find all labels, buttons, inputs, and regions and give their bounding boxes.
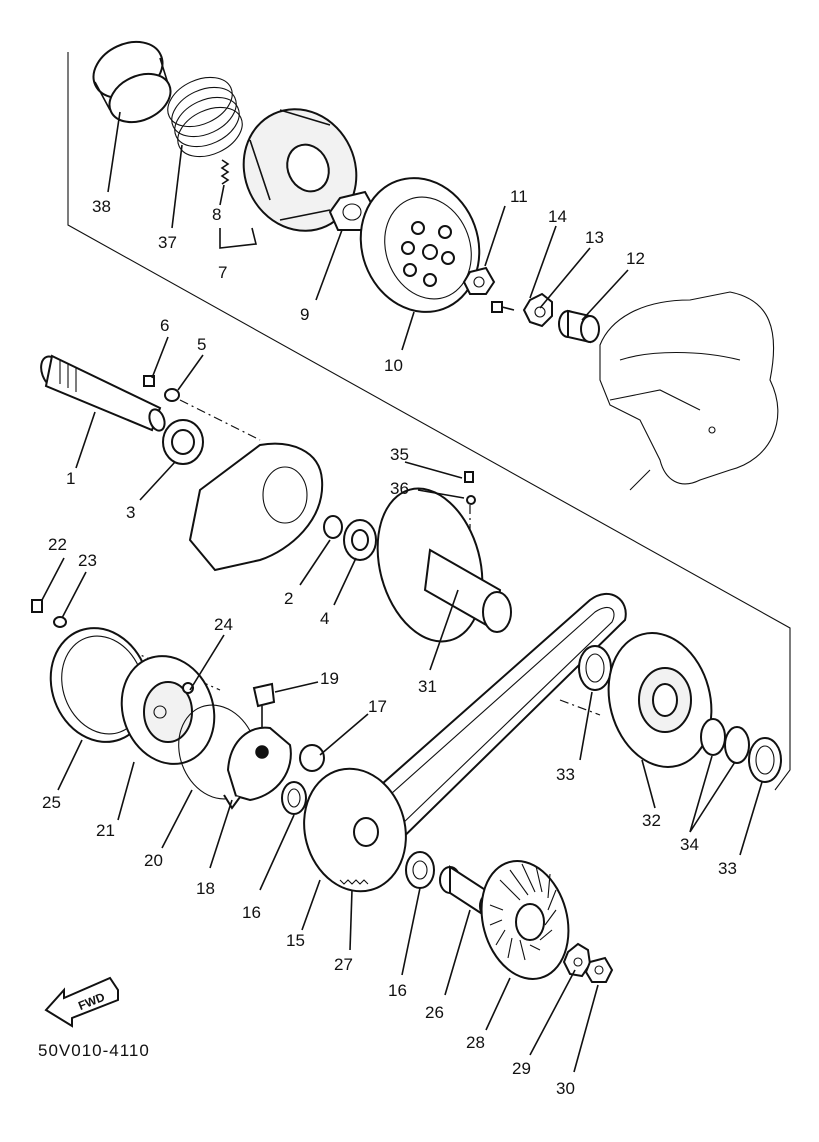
callout-21: 21	[96, 821, 115, 840]
secondary-sheave-31	[376, 487, 512, 643]
clutch-housing-38	[92, 40, 172, 124]
callout-22: 22	[48, 535, 67, 554]
callout-6: 6	[160, 316, 169, 335]
nut-30	[584, 956, 614, 983]
callout-27: 27	[334, 955, 353, 974]
clutch-bell-10	[359, 177, 481, 313]
callout-8: 8	[212, 205, 221, 224]
callout-33-upper: 33	[556, 765, 575, 784]
callout-19: 19	[320, 669, 339, 688]
collar-12	[558, 309, 600, 344]
callout-9: 9	[300, 305, 309, 324]
callout-36: 36	[390, 479, 409, 498]
callout-23: 23	[78, 551, 97, 570]
bolt-14	[491, 301, 515, 313]
callout-3: 3	[126, 503, 135, 522]
callout-32: 32	[642, 811, 661, 830]
callout-16-left: 16	[242, 903, 261, 922]
callout-33-lower: 33	[718, 859, 737, 878]
callout-20: 20	[144, 851, 163, 870]
spring-8	[220, 159, 230, 185]
clutch-carrier-7	[242, 108, 358, 232]
callout-26: 26	[425, 1003, 444, 1022]
callout-5: 5	[197, 335, 206, 354]
bolt-22	[31, 599, 43, 613]
pin-35	[464, 471, 474, 483]
primary-sheave-32	[607, 632, 713, 768]
callout-34: 34	[680, 835, 699, 854]
callout-37: 37	[158, 233, 177, 252]
shaft-1	[40, 354, 166, 432]
callout-24: 24	[214, 615, 233, 634]
fan-sheave-28	[480, 860, 570, 980]
callout-12: 12	[626, 249, 645, 268]
callout-13: 13	[585, 228, 604, 247]
callout-10: 10	[384, 356, 403, 375]
cover-plate	[188, 442, 324, 572]
callout-16-right: 16	[388, 981, 407, 1000]
seal-36	[466, 495, 476, 505]
washer-23	[53, 616, 67, 628]
movable-sheave-15	[303, 767, 407, 893]
collar-16-left	[281, 781, 307, 815]
o-ring-34	[700, 718, 750, 764]
washer-5	[164, 388, 180, 402]
callout-29: 29	[512, 1059, 531, 1078]
bolt-24	[182, 682, 194, 694]
seal-33-lower	[748, 737, 782, 783]
callout-11: 11	[510, 187, 528, 206]
callout-35: 35	[390, 445, 409, 464]
seal-33-upper	[578, 645, 612, 691]
callout-2: 2	[284, 589, 293, 608]
weight-17	[299, 744, 325, 772]
callout-31: 31	[418, 677, 437, 696]
fwd-arrow-icon: FWD	[44, 976, 119, 1028]
callout-7: 7	[218, 263, 227, 282]
callout-1: 1	[66, 469, 75, 488]
bearing-4	[343, 519, 377, 561]
callout-17: 17	[368, 697, 387, 716]
leader-lines	[41, 111, 763, 1073]
callout-25: 25	[42, 793, 61, 812]
spring-37	[167, 76, 243, 158]
bolt-6	[143, 375, 155, 387]
collar-16-right	[405, 851, 435, 889]
callout-18: 18	[196, 879, 215, 898]
callout-15: 15	[286, 931, 305, 950]
nut-11	[462, 266, 496, 295]
callout-4: 4	[320, 609, 329, 628]
slider-18	[223, 726, 292, 810]
callout-14: 14	[548, 207, 567, 226]
callout-numbers: 38 37 8 7 9 10 11 14 13 12 6 5 1 3 35 36…	[42, 187, 737, 1098]
clip-2	[323, 515, 343, 539]
bearing-3	[162, 419, 204, 465]
callout-38: 38	[92, 197, 111, 216]
callout-28: 28	[466, 1033, 485, 1052]
drawing-code: 50V010-4110	[38, 1041, 150, 1060]
callout-30: 30	[556, 1079, 575, 1098]
crankcase-outline	[599, 291, 779, 491]
